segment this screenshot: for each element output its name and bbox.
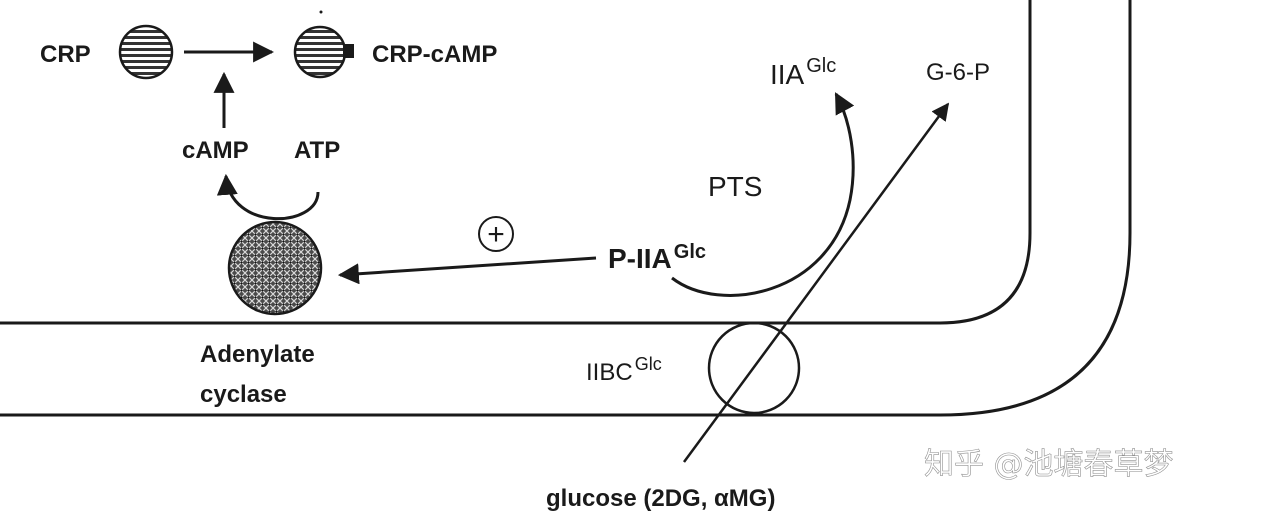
crp-camp-complex-icon — [293, 25, 347, 79]
inner-membrane-line — [0, 0, 1032, 325]
g6p-label: G-6-P — [926, 59, 990, 86]
pts-phosphotransfer-arrow — [671, 92, 855, 297]
pts-label: PTS — [708, 171, 762, 202]
iibc-main: IIBC — [586, 359, 633, 386]
atp-label: ATP — [294, 137, 340, 164]
iibc-transporter-icon — [707, 321, 801, 415]
complex-dot-marker — [319, 10, 323, 14]
adenylate-label-line2: cyclase — [200, 381, 287, 408]
glucose-transport-arrow — [682, 102, 950, 463]
watermark-text: 知乎 @池塘春草梦 — [924, 447, 1174, 482]
adenylate-cyclase-icon — [227, 220, 323, 316]
crp-label: CRP — [40, 41, 91, 68]
activation-plus-icon — [478, 216, 514, 252]
iia-main: IIA — [770, 59, 805, 90]
iibc-sup: Glc — [635, 354, 662, 374]
p-iia-main: P-IIA — [608, 243, 672, 274]
camp-bound-marker — [343, 44, 354, 58]
activation-plus-label: + — [487, 218, 505, 251]
p-iia-sup: Glc — [674, 241, 706, 263]
glucose-label: glucose (2DG, αMG) — [546, 485, 775, 512]
adenylate-label-line1: Adenylate — [200, 341, 315, 368]
camp-label: cAMP — [182, 137, 249, 164]
crp-protein-icon — [118, 24, 174, 80]
outer-membrane-line — [0, 0, 1132, 417]
crp-camp-label: CRP-cAMP — [372, 41, 497, 68]
activation-arrow — [337, 256, 597, 285]
iia-sup: Glc — [806, 55, 836, 77]
atp-to-camp-arrow — [216, 173, 320, 220]
